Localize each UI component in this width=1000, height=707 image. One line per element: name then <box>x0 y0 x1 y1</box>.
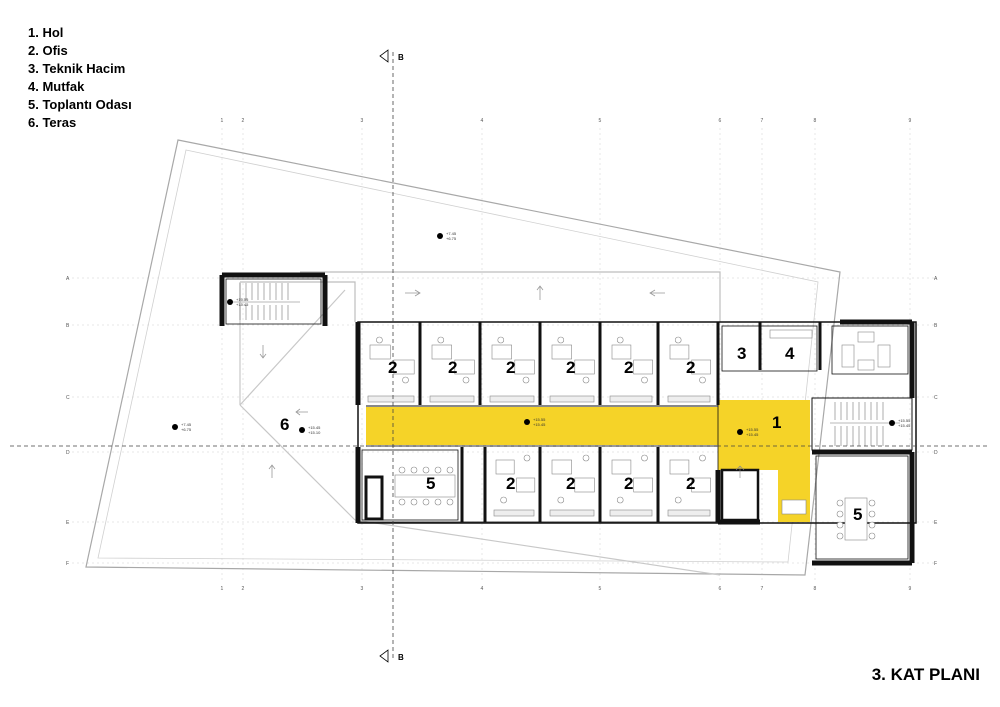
grid-column-label: 9 <box>909 118 912 124</box>
svg-text:+7.45: +7.45 <box>181 422 192 427</box>
svg-text:+15.55: +15.55 <box>746 427 759 432</box>
legend-item-office: 2. Ofis <box>28 43 68 58</box>
grid-column-label: 7 <box>761 118 764 124</box>
legend-item-hall: 1. Hol <box>28 25 64 40</box>
section-label-top: B <box>398 53 404 62</box>
slope-arrows <box>259 285 665 478</box>
room-label-office: 2 <box>686 358 695 377</box>
svg-text:+15.55: +15.55 <box>236 297 249 302</box>
legend-item-technical: 3. Teknik Hacim <box>28 61 126 76</box>
grid-column-label: 1 <box>221 118 224 124</box>
grid-column-label: 2 <box>242 118 245 124</box>
grid-row-label: B <box>934 323 938 329</box>
level-marker: +15.55 +15.45 <box>227 297 249 307</box>
grid-row-label: B <box>66 323 70 329</box>
level-marker: +7.45 +6.75 <box>437 231 457 241</box>
grid-column-label: 9 <box>909 586 912 592</box>
section-label-bottom: B <box>398 653 404 662</box>
grid-row-label: A <box>66 276 70 282</box>
svg-text:+7.45: +7.45 <box>446 231 457 236</box>
section-line <box>10 52 990 660</box>
grid-row-label: E <box>66 520 70 526</box>
grid-column-label: 5 <box>599 586 602 592</box>
corridor-fill <box>366 400 810 522</box>
grid-row-label: C <box>934 395 938 401</box>
section-marker-top: B <box>379 49 404 63</box>
stairs <box>232 283 900 446</box>
level-marker: +7.45 +6.75 <box>172 422 192 432</box>
grid-column-label: 8 <box>814 586 817 592</box>
grid-column-label: 5 <box>599 118 602 124</box>
legend-item-meeting-room: 5. Toplantı Odası <box>28 97 132 112</box>
legend-item-kitchen: 4. Mutfak <box>28 79 85 94</box>
svg-text:+6.75: +6.75 <box>446 236 457 241</box>
svg-text:+15.45: +15.45 <box>746 432 759 437</box>
room-label-hall: 1 <box>772 413 781 432</box>
room-label-office: 2 <box>506 474 515 493</box>
grid-row-label: E <box>934 520 938 526</box>
room-label-office: 2 <box>566 358 575 377</box>
grid-column-label: 4 <box>481 118 484 124</box>
grid-column-label: 3 <box>361 586 364 592</box>
grid-column-label: 2 <box>242 586 245 592</box>
grid-column-label: 8 <box>814 118 817 124</box>
svg-text:+15.45: +15.45 <box>308 425 321 430</box>
legend-item-terrace: 6. Teras <box>28 115 77 130</box>
grid-column-label: 7 <box>761 586 764 592</box>
room-label-office: 2 <box>686 474 695 493</box>
room-label-terrace: 6 <box>280 415 289 434</box>
grid-column-label: 6 <box>719 586 722 592</box>
grid-row-label: F <box>934 561 937 567</box>
svg-text:+15.55: +15.55 <box>898 418 911 423</box>
room-label-office: 2 <box>624 474 633 493</box>
grid-column-label: 4 <box>481 586 484 592</box>
grid-row-label: A <box>934 276 938 282</box>
section-marker-bottom: B <box>379 649 404 663</box>
room-label-kitchen: 4 <box>785 344 795 363</box>
plan-title: 3. KAT PLANI <box>871 665 980 684</box>
grid-row-label: D <box>66 450 70 456</box>
room-label-technical: 3 <box>737 344 746 363</box>
level-marker: +15.55 +15.45 <box>524 417 546 427</box>
grid-row-label: C <box>66 395 70 401</box>
level-marker: +15.55 +15.45 <box>889 418 911 428</box>
grid-column-label: 3 <box>361 118 364 124</box>
room-label-office: 2 <box>506 358 515 377</box>
room-label-office: 2 <box>566 474 575 493</box>
level-marker: +15.45 +15.10 <box>299 425 321 435</box>
furniture <box>367 329 891 541</box>
room-label-office: 2 <box>624 358 633 377</box>
room-label-meeting-room: 5 <box>426 474 435 493</box>
room-label-office: 2 <box>388 358 397 377</box>
svg-text:+15.55: +15.55 <box>533 417 546 422</box>
grid-column-label: 1 <box>221 586 224 592</box>
level-marker: +15.55 +15.45 <box>737 427 759 437</box>
grid-row-label: D <box>934 450 938 456</box>
legend: 1. Hol 2. Ofis 3. Teknik Hacim 4. Mutfak… <box>28 24 132 132</box>
svg-text:+15.10: +15.10 <box>308 430 321 435</box>
level-markers: +7.45 +6.75 +7.45 +6.75 +15.45 +15.10 +1… <box>172 231 911 437</box>
svg-text:+6.75: +6.75 <box>181 427 192 432</box>
svg-text:+15.45: +15.45 <box>533 422 546 427</box>
room-labels: 2 2 2 2 2 2 3 4 1 6 5 2 2 2 2 5 <box>280 344 862 524</box>
grid-row-label: F <box>66 561 69 567</box>
room-label-meeting-room: 5 <box>853 505 862 524</box>
svg-text:+15.45: +15.45 <box>236 302 249 307</box>
grid-column-label: 6 <box>719 118 722 124</box>
svg-text:+15.45: +15.45 <box>898 423 911 428</box>
room-label-office: 2 <box>448 358 457 377</box>
